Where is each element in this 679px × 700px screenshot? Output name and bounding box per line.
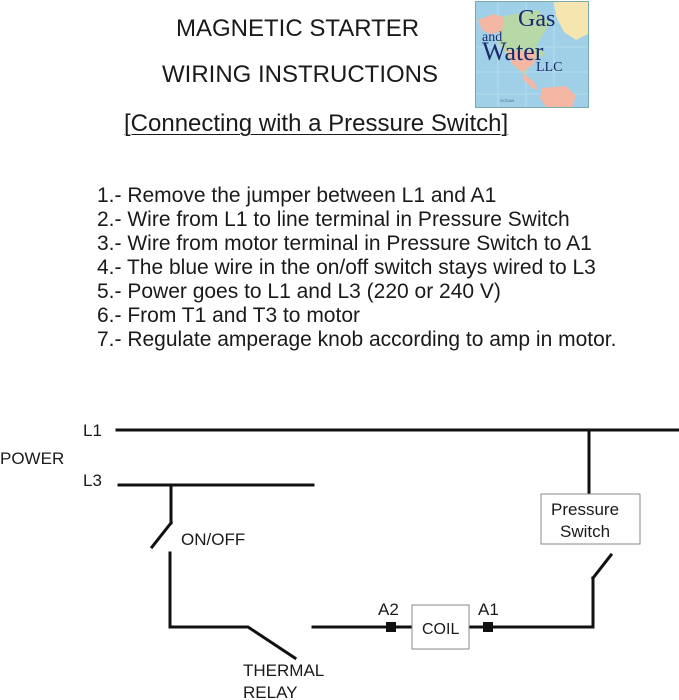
logo-text-and: and xyxy=(482,30,503,45)
wire-on-off-to-thermal-relay xyxy=(168,551,298,661)
label-thermal: THERMAL xyxy=(243,661,324,680)
map-icon: OCEAN xyxy=(476,2,588,107)
label-l1: L1 xyxy=(83,421,102,440)
instruction-step: 5.- Power goes to L1 and L3 (220 or 240 … xyxy=(97,280,501,303)
label-switch: Switch xyxy=(560,522,610,541)
label-relay: RELAY xyxy=(243,683,298,700)
pressure-switch-box xyxy=(540,493,641,545)
title-line-2: WIRING INSTRUCTIONS xyxy=(162,61,438,88)
svg-text:OCEAN: OCEAN xyxy=(500,98,514,103)
label-a1: A1 xyxy=(478,600,499,619)
instruction-step: 2.- Wire from L1 to line terminal in Pre… xyxy=(97,208,570,231)
pressure-switch-blade xyxy=(590,552,614,581)
logo-text-gas: Gas xyxy=(518,6,556,32)
instruction-step: 6.- From T1 and T3 to motor xyxy=(97,304,360,327)
coil-box xyxy=(411,604,470,650)
subtitle: [Connecting with a Pressure Switch] xyxy=(124,110,509,137)
label-pressure: Pressure xyxy=(551,500,619,519)
instruction-list: 1.- Remove the jumper between L1 and A1 … xyxy=(97,184,616,352)
label-power: POWER xyxy=(0,449,64,468)
label-l3: L3 xyxy=(83,471,102,490)
instruction-step: 4.- The blue wire in the on/off switch s… xyxy=(97,256,596,279)
logo-text-water: Water xyxy=(482,37,544,66)
instruction-step: 3.- Wire from motor terminal in Pressure… xyxy=(97,232,592,255)
label-a2: A2 xyxy=(378,600,399,619)
label-coil: COIL xyxy=(422,621,459,638)
label-on-off: ON/OFF xyxy=(181,530,245,549)
instruction-step: 1.- Remove the jumper between L1 and A1 xyxy=(97,184,497,207)
company-logo: OCEAN Gas and Water LLC xyxy=(475,1,589,108)
title-line-1: MAGNETIC STARTER xyxy=(176,15,420,42)
logo-text-llc: LLC xyxy=(536,60,563,75)
terminal-a2 xyxy=(386,622,396,632)
instruction-step: 7.- Regulate amperage knob according to … xyxy=(97,328,617,351)
terminal-a1 xyxy=(483,622,493,632)
on-off-switch-blade xyxy=(149,520,174,550)
wire-a1-to-pressure-switch xyxy=(467,576,595,629)
